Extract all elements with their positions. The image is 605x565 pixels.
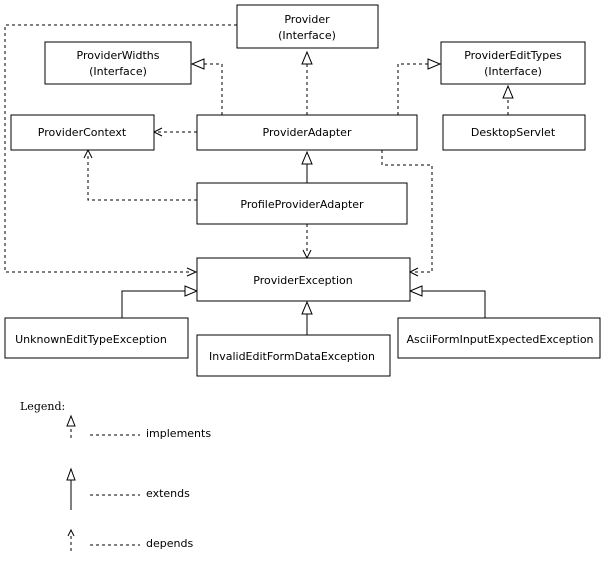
servlet-implements-edittypes-arrowhead	[502, 84, 514, 99]
provider-context-name: ProviderContext	[38, 126, 127, 139]
adapter-implements-widths-arrowhead	[190, 58, 205, 70]
adapter-implements-provider-arrowhead	[301, 50, 313, 65]
legend-depends-label: depends	[146, 537, 193, 550]
profile-extends-adapter-arrowhead	[301, 150, 313, 165]
ascii-extends-exception-arrowhead	[408, 285, 423, 297]
unknown-extends-exception-arrowhead	[184, 285, 199, 297]
provider-edit-types-name: ProviderEditTypes	[464, 49, 562, 62]
provider-name: Provider	[284, 13, 330, 26]
provider-widths-stereotype: (Interface)	[89, 65, 147, 78]
desktop-servlet-name: DesktopServlet	[471, 126, 556, 139]
invalid-edit-form-data-exception-box: InvalidEditFormDataException	[196, 334, 391, 377]
provider-adapter-box: ProviderAdapter	[196, 114, 418, 151]
ascii-form-input-expected-exception-box: AsciiFormInputExpectedException	[397, 317, 601, 359]
provider-to-exception-dependency	[4, 24, 237, 273]
unknown-edit-type-exception-box: UnknownEditTypeException	[4, 317, 189, 359]
unknown-edit-type-exception-name: UnknownEditTypeException	[15, 333, 167, 346]
profile-provider-adapter-name: ProfileProviderAdapter	[240, 198, 364, 211]
legend-depends-arrowhead	[67, 528, 75, 537]
adapter-implements-edittypes-arrowhead	[427, 58, 442, 70]
provider-box: Provider (Interface)	[236, 4, 379, 49]
legend: Legend: implements extends depends	[20, 400, 211, 551]
provider-edit-types-stereotype: (Interface)	[484, 65, 542, 78]
profile-depends-exception-arrowhead	[302, 249, 312, 260]
adapter-implements-widths-line	[204, 63, 223, 115]
provider-exception-name: ProviderException	[253, 274, 352, 287]
provider-context-box: ProviderContext	[10, 114, 155, 151]
ascii-extends-exception-line	[422, 290, 486, 318]
legend-implements-arrowhead	[66, 414, 76, 427]
provider-widths-box: ProviderWidths (Interface)	[44, 41, 192, 85]
provider-stereotype: (Interface)	[278, 29, 336, 42]
legend-extends-arrowhead	[66, 467, 76, 481]
legend-title: Legend:	[20, 400, 65, 413]
invalid-extends-exception-arrowhead	[301, 300, 313, 315]
provider-widths-name: ProviderWidths	[77, 49, 160, 62]
ascii-form-input-expected-exception-name: AsciiFormInputExpectedException	[406, 333, 593, 346]
adapter-implements-edittypes-line	[397, 63, 428, 115]
profile-provider-adapter-box: ProfileProviderAdapter	[196, 182, 408, 225]
unknown-extends-exception-line	[121, 290, 185, 318]
provider-adapter-name: ProviderAdapter	[263, 126, 352, 139]
connectors	[4, 24, 514, 335]
profile-depends-context-line	[87, 154, 197, 201]
invalid-edit-form-data-exception-name: InvalidEditFormDataException	[209, 350, 375, 363]
provider-exception-box: ProviderException	[196, 257, 411, 302]
provider-to-exception-arrowhead	[186, 267, 198, 277]
desktop-servlet-box: DesktopServlet	[442, 114, 586, 151]
legend-implements-label: implements	[146, 427, 211, 440]
provider-edit-types-box: ProviderEditTypes (Interface)	[440, 41, 586, 85]
legend-extends-label: extends	[146, 487, 190, 500]
